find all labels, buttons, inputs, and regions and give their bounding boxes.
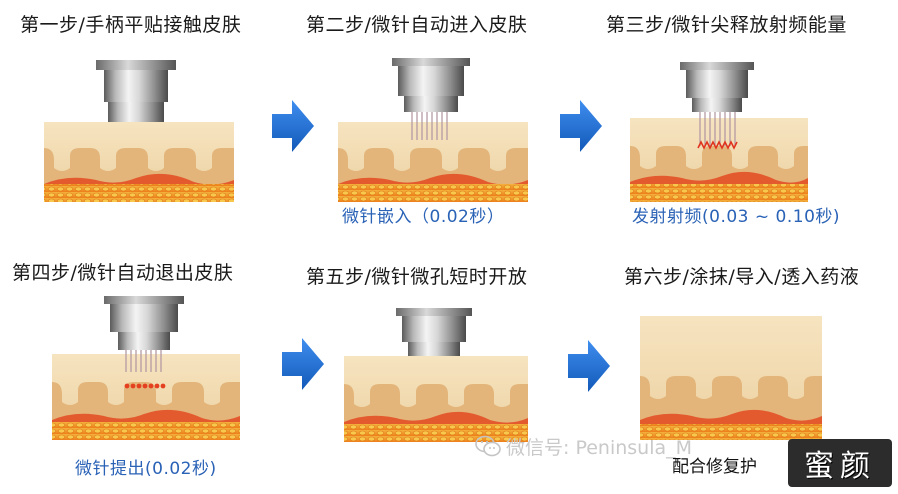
- step-1-title: 第一步/手柄平贴接触皮肤: [20, 14, 242, 36]
- panel-step-4: [48, 296, 240, 442]
- arrow-right-icon: [560, 100, 602, 152]
- step-2-title: 第二步/微针自动进入皮肤: [306, 14, 528, 36]
- brand-badge: 蜜颜: [788, 439, 892, 487]
- step-4-caption: 微针提出(0.02秒): [75, 459, 217, 479]
- panel-step-5: [340, 304, 528, 444]
- step-2-caption: 微针嵌入（0.02秒）: [342, 207, 505, 227]
- footer-label: 配合修复护: [672, 457, 757, 477]
- rf-energy-icon: [697, 140, 738, 150]
- step-3-caption: 发射射频(0.03 ~ 0.10秒): [632, 207, 841, 227]
- step-6-title: 第六步/涂抹/导入/透入药液: [624, 266, 860, 288]
- arrow-right-icon: [282, 338, 324, 390]
- arrow-right-icon: [272, 100, 314, 152]
- arrow-right-icon: [568, 340, 610, 392]
- panel-step-3: [626, 62, 808, 204]
- wechat-icon: [475, 435, 501, 457]
- step-3-title: 第三步/微针尖释放射频能量: [606, 14, 847, 36]
- watermark-text: 微信号: Peninsula_M: [506, 437, 693, 459]
- panel-step-2: [332, 58, 528, 204]
- brand-text: 蜜颜: [804, 449, 876, 484]
- step-5-title: 第五步/微针微孔短时开放: [306, 266, 528, 288]
- step-4-title: 第四步/微针自动退出皮肤: [12, 262, 234, 284]
- coagulation-dots-icon: [124, 383, 166, 389]
- panel-step-6: [636, 312, 822, 442]
- panel-step-1: [38, 60, 234, 204]
